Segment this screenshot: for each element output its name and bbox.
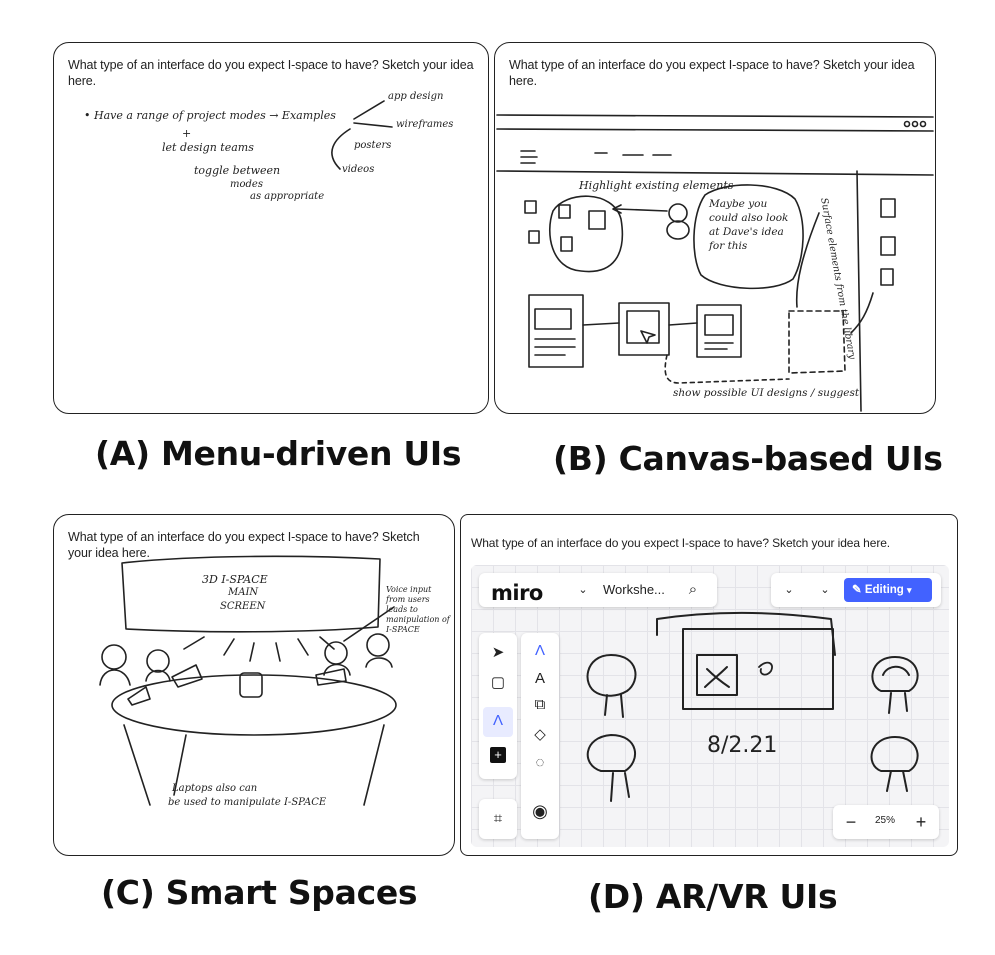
panel-a: What type of an interface do you expect … (53, 42, 489, 414)
prompt-a: What type of an interface do you expect … (68, 58, 474, 88)
note-a-8: posters (354, 140, 392, 151)
note-a-2: let design teams (162, 141, 254, 154)
note-c-0: 3D I-SPACE (202, 573, 268, 586)
note-c-3: Voice input from users leads to manipula… (386, 585, 450, 634)
top-toolbar: miro ⌄ Workshe... ⌕ (479, 573, 717, 607)
search-icon[interactable]: ⌕ (688, 581, 698, 598)
note-c-2: SCREEN (220, 601, 266, 612)
plus-box-icon[interactable]: + (490, 747, 506, 763)
date-note: 8/2.21 (707, 733, 778, 758)
zoom-control: − 25% + (833, 805, 939, 839)
note-a-4: modes (230, 179, 263, 190)
sketch-b (496, 114, 934, 412)
note-a-3: toggle between (194, 164, 281, 177)
chevron-down-icon: ▾ (907, 585, 912, 595)
editing-button[interactable]: ✎ Editing ▾ (844, 578, 932, 602)
miro-logo: miro (491, 581, 543, 605)
color-swatch-icon[interactable]: ◉ (532, 801, 548, 821)
note-a-1: + (182, 127, 192, 140)
note-c-4: Laptops also can (172, 783, 258, 794)
caption-b: (B) Canvas-based UIs (553, 439, 943, 478)
chevron-down-icon[interactable]: ⌄ (784, 584, 794, 596)
left-toolbar: ➤ ▢ Λ + (479, 633, 517, 779)
lasso-icon[interactable]: ◌ (535, 754, 545, 771)
highlighter-icon[interactable]: A (534, 670, 545, 687)
sketch-a (331, 100, 393, 170)
note-a-0: • Have a range of project modes → Exampl… (84, 109, 336, 122)
note-a-5: as appropriate (250, 191, 325, 202)
frame-toolbar: ⌗ (479, 799, 517, 839)
prompt-b: What type of an interface do you expect … (509, 58, 915, 88)
sticky-note-icon[interactable]: ▢ (490, 674, 506, 691)
panel-d: What type of an interface do you expect … (460, 514, 958, 856)
note-a-6: app design (388, 91, 444, 102)
miro-canvas[interactable]: miro ⌄ Workshe... ⌕ ⌄ ⌄ ✎ Editing ▾ ➤ ▢ … (471, 565, 949, 847)
prompt-d: What type of an interface do you expect … (471, 536, 891, 550)
panel-c: What type of an interface do you expect … (53, 514, 455, 856)
pen-icon[interactable]: Λ (534, 642, 546, 659)
caption-a: (A) Menu-driven UIs (95, 434, 462, 473)
pencil-icon: ✎ (852, 584, 862, 596)
pen-icon: Λ (492, 712, 504, 729)
note-c-1: MAIN (228, 587, 259, 598)
chevron-down-icon[interactable]: ⌄ (578, 584, 588, 596)
chevron-down-icon[interactable]: ⌄ (820, 584, 830, 596)
panel-b: What type of an interface do you expect … (494, 42, 936, 414)
note-b-1: Maybe you could also look at Dave's idea… (709, 198, 789, 252)
pen-options-panel: Λ A ⧉ ◇ ◌ ◉ (521, 633, 559, 839)
pen-tool-button[interactable] (483, 707, 513, 737)
cursor-icon[interactable]: ➤ (491, 644, 505, 661)
zoom-in-icon[interactable]: + (915, 812, 927, 832)
smart-draw-icon[interactable]: ⧉ (534, 696, 546, 713)
frame-icon[interactable]: ⌗ (493, 810, 503, 827)
note-b-3: show possible UI designs / suggest (673, 387, 860, 399)
caption-d: (D) AR/VR UIs (588, 877, 838, 916)
note-b-0: Highlight existing elements (579, 179, 734, 192)
note-c-5: be used to manipulate I-SPACE (168, 797, 327, 808)
note-a-7: wireframes (396, 119, 454, 130)
eraser-icon[interactable]: ◇ (534, 726, 546, 743)
prompt-c: What type of an interface do you expect … (68, 530, 420, 560)
zoom-out-icon[interactable]: − (845, 812, 857, 832)
note-a-9: videos (342, 164, 375, 175)
zoom-level: 25% (875, 815, 896, 826)
editing-label: Editing (864, 584, 904, 596)
board-name[interactable]: Workshe... (603, 582, 665, 597)
sketch-c (99, 555, 397, 806)
caption-c: (C) Smart Spaces (101, 873, 418, 912)
